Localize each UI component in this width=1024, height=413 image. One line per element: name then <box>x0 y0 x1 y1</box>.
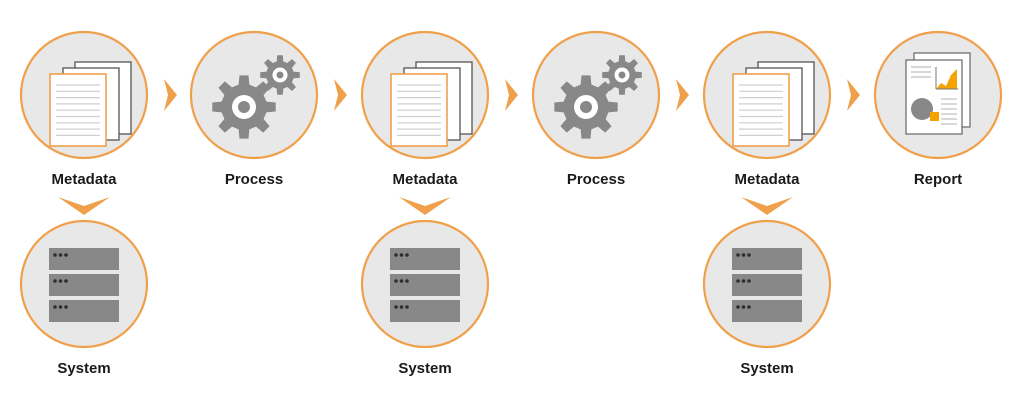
document-stack-icon <box>732 61 815 147</box>
step-2-node <box>189 30 319 160</box>
system-3-label: System <box>740 360 794 377</box>
document-stack-icon <box>390 61 473 147</box>
step-4-node <box>531 30 661 160</box>
step-4-label: Process <box>566 171 626 188</box>
chevron-down-icon <box>58 197 110 215</box>
step-1-node <box>19 30 149 160</box>
gears-icon <box>212 55 300 139</box>
system-1-node <box>19 219 149 349</box>
server-icon <box>732 248 802 322</box>
step-5-label: Metadata <box>734 171 800 188</box>
system-1-label: System <box>57 360 111 377</box>
step-3-label: Metadata <box>392 171 458 188</box>
system-2-label: System <box>398 360 452 377</box>
chevron-right-icon <box>505 79 518 111</box>
step-3-node <box>360 30 490 160</box>
chevron-down-icon <box>399 197 451 215</box>
chevron-right-icon <box>676 79 689 111</box>
step-6-node <box>873 30 1003 160</box>
chevron-right-icon <box>334 79 347 111</box>
server-icon <box>390 248 460 322</box>
chevron-right-icon <box>164 79 177 111</box>
system-2-node <box>360 219 490 349</box>
gears-icon <box>554 55 642 139</box>
server-icon <box>49 248 119 322</box>
step-5-node <box>702 30 832 160</box>
step-1-label: Metadata <box>51 171 117 188</box>
step-2-label: Process <box>224 171 284 188</box>
chevron-down-icon <box>741 197 793 215</box>
step-6-label: Report <box>913 171 963 188</box>
chevron-right-icon <box>847 79 860 111</box>
document-stack-icon <box>49 61 132 147</box>
report-icon <box>905 52 971 135</box>
system-3-node <box>702 219 832 349</box>
